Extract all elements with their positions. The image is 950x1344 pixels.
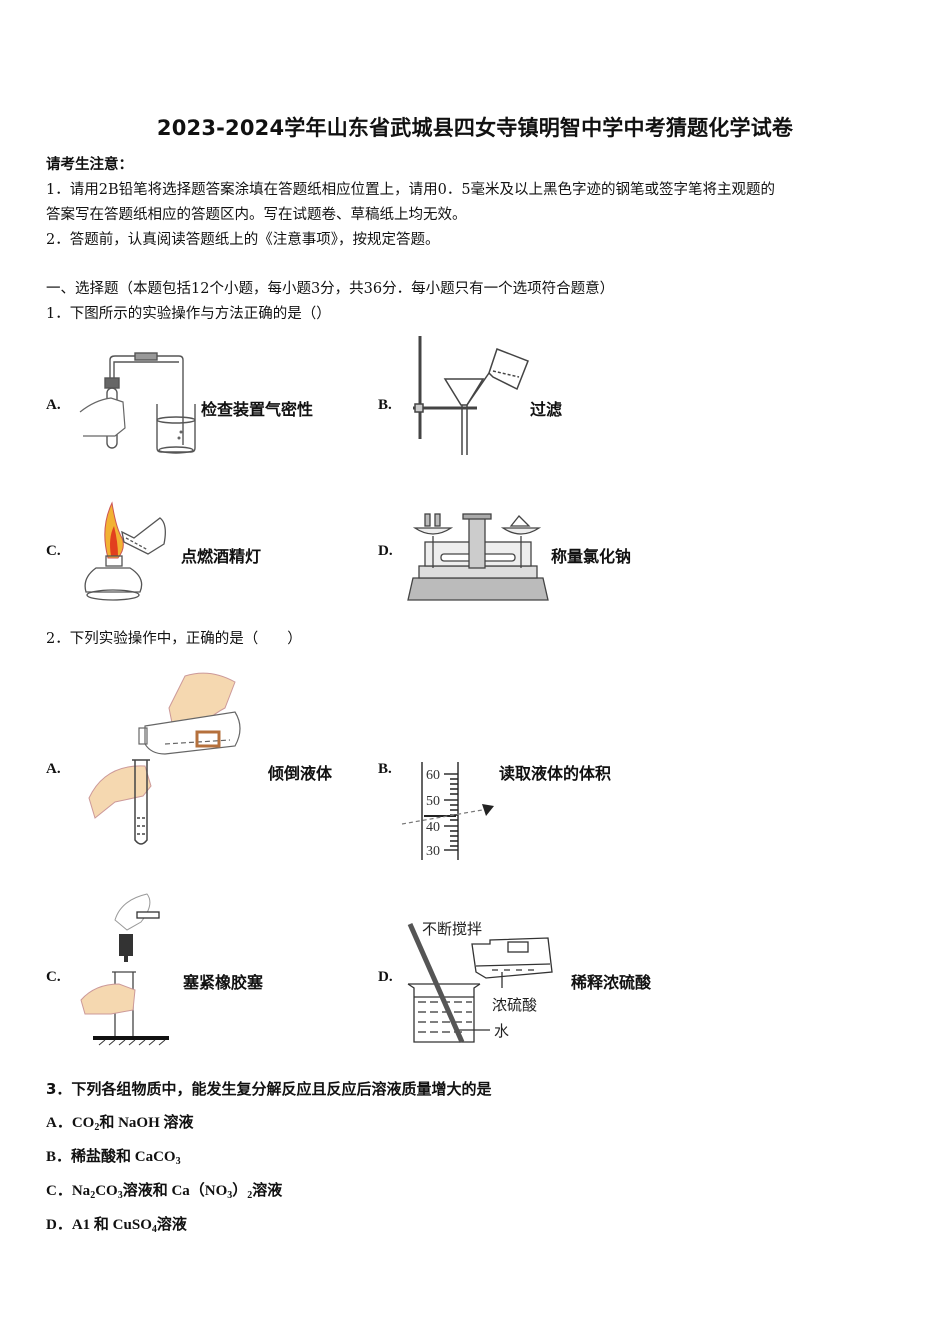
q1-option-b-letter: B. xyxy=(378,397,392,413)
q2-option-c-letter: C. xyxy=(46,969,61,985)
graduated-cylinder-figure: 60 50 40 30 xyxy=(401,762,494,860)
q2-option-a-label: 倾倒液体 xyxy=(268,764,333,783)
scale-label-60: 60 xyxy=(426,768,440,783)
annotation-stir: 不断搅拌 xyxy=(422,920,482,938)
q2-option-d-letter: D. xyxy=(378,969,393,985)
notice-line-1: 1．请用2B铅笔将选择题答案涂填在答题纸相应位置上，请用0．5毫米及以上黑色字迹… xyxy=(46,182,776,198)
q1-option-a-letter: A. xyxy=(46,397,61,413)
q1-option-a-label: 检查装置气密性 xyxy=(201,400,314,419)
pouring-liquid-figure xyxy=(88,672,241,845)
choice-letter: B． xyxy=(46,1149,72,1165)
inserting-stopper-figure xyxy=(80,893,169,1046)
lighting-alcohol-lamp-figure xyxy=(84,501,166,601)
scale-label-50: 50 xyxy=(426,794,440,809)
q1-option-c-letter: C. xyxy=(46,543,61,559)
q3-choice-b: B．稀盐酸和 CaCO3 xyxy=(46,1149,181,1167)
q3-choice-d: D．A1 和 CuSO4溶液 xyxy=(46,1217,187,1235)
scale-label-30: 30 xyxy=(426,844,440,859)
annotation-water: 水 xyxy=(494,1022,509,1040)
annotation-conc-acid: 浓硫酸 xyxy=(492,996,537,1014)
diluting-acid-figure: 不断搅拌 浓硫酸 水 xyxy=(407,920,553,1044)
q3-choice-a: A．CO2和 NaOH 溶液 xyxy=(46,1115,194,1133)
section-heading: 一、选择题（本题包括12个小题，每小题3分，共36分．每小题只有一个选项符合题意… xyxy=(46,281,615,297)
q1-option-c-label: 点燃酒精灯 xyxy=(181,547,262,566)
q2-option-d-label: 稀释浓硫酸 xyxy=(571,973,652,992)
q1-option-d-letter: D. xyxy=(378,543,393,559)
question-1-stem: 1．下图所示的实验操作与方法正确的是（） xyxy=(46,306,331,322)
q1-option-d-label: 称量氯化钠 xyxy=(551,547,632,566)
choice-letter: D． xyxy=(46,1217,72,1233)
question-2-stem: 2．下列实验操作中，正确的是（ ） xyxy=(46,631,302,647)
q2-option-b-label: 读取液体的体积 xyxy=(499,764,612,783)
q3-choice-c: C．Na2CO3溶液和 Ca（NO3）2溶液 xyxy=(46,1183,283,1201)
q2-option-c-label: 塞紧橡胶塞 xyxy=(183,973,264,992)
q2-option-b-letter: B. xyxy=(378,761,392,777)
notice-heading: 请考生注意： xyxy=(46,157,133,173)
q2-option-a-letter: A. xyxy=(46,761,61,777)
notice-line-3: 2．答题前，认真阅读答题纸上的《注意事项》，按规定答题。 xyxy=(46,232,440,248)
scale-label-40: 40 xyxy=(426,820,440,835)
q1-option-b-label: 过滤 xyxy=(530,400,563,419)
notice-line-2: 答案写在答题纸相应的答题区内。写在试题卷、草稿纸上均无效。 xyxy=(46,207,467,223)
exam-title: 2023-2024学年山东省武城县四女寺镇明智中学中考猜题化学试卷 xyxy=(156,116,794,140)
choice-letter: C． xyxy=(46,1183,72,1199)
filtration-figure xyxy=(413,336,529,455)
balance-weighing-figure xyxy=(407,513,549,601)
choice-letter: A． xyxy=(46,1115,72,1131)
airtightness-check-figure xyxy=(79,352,196,454)
question-3-stem: 3．下列各组物质中，能发生复分解反应且反应后溶液质量增大的是 xyxy=(46,1080,492,1098)
